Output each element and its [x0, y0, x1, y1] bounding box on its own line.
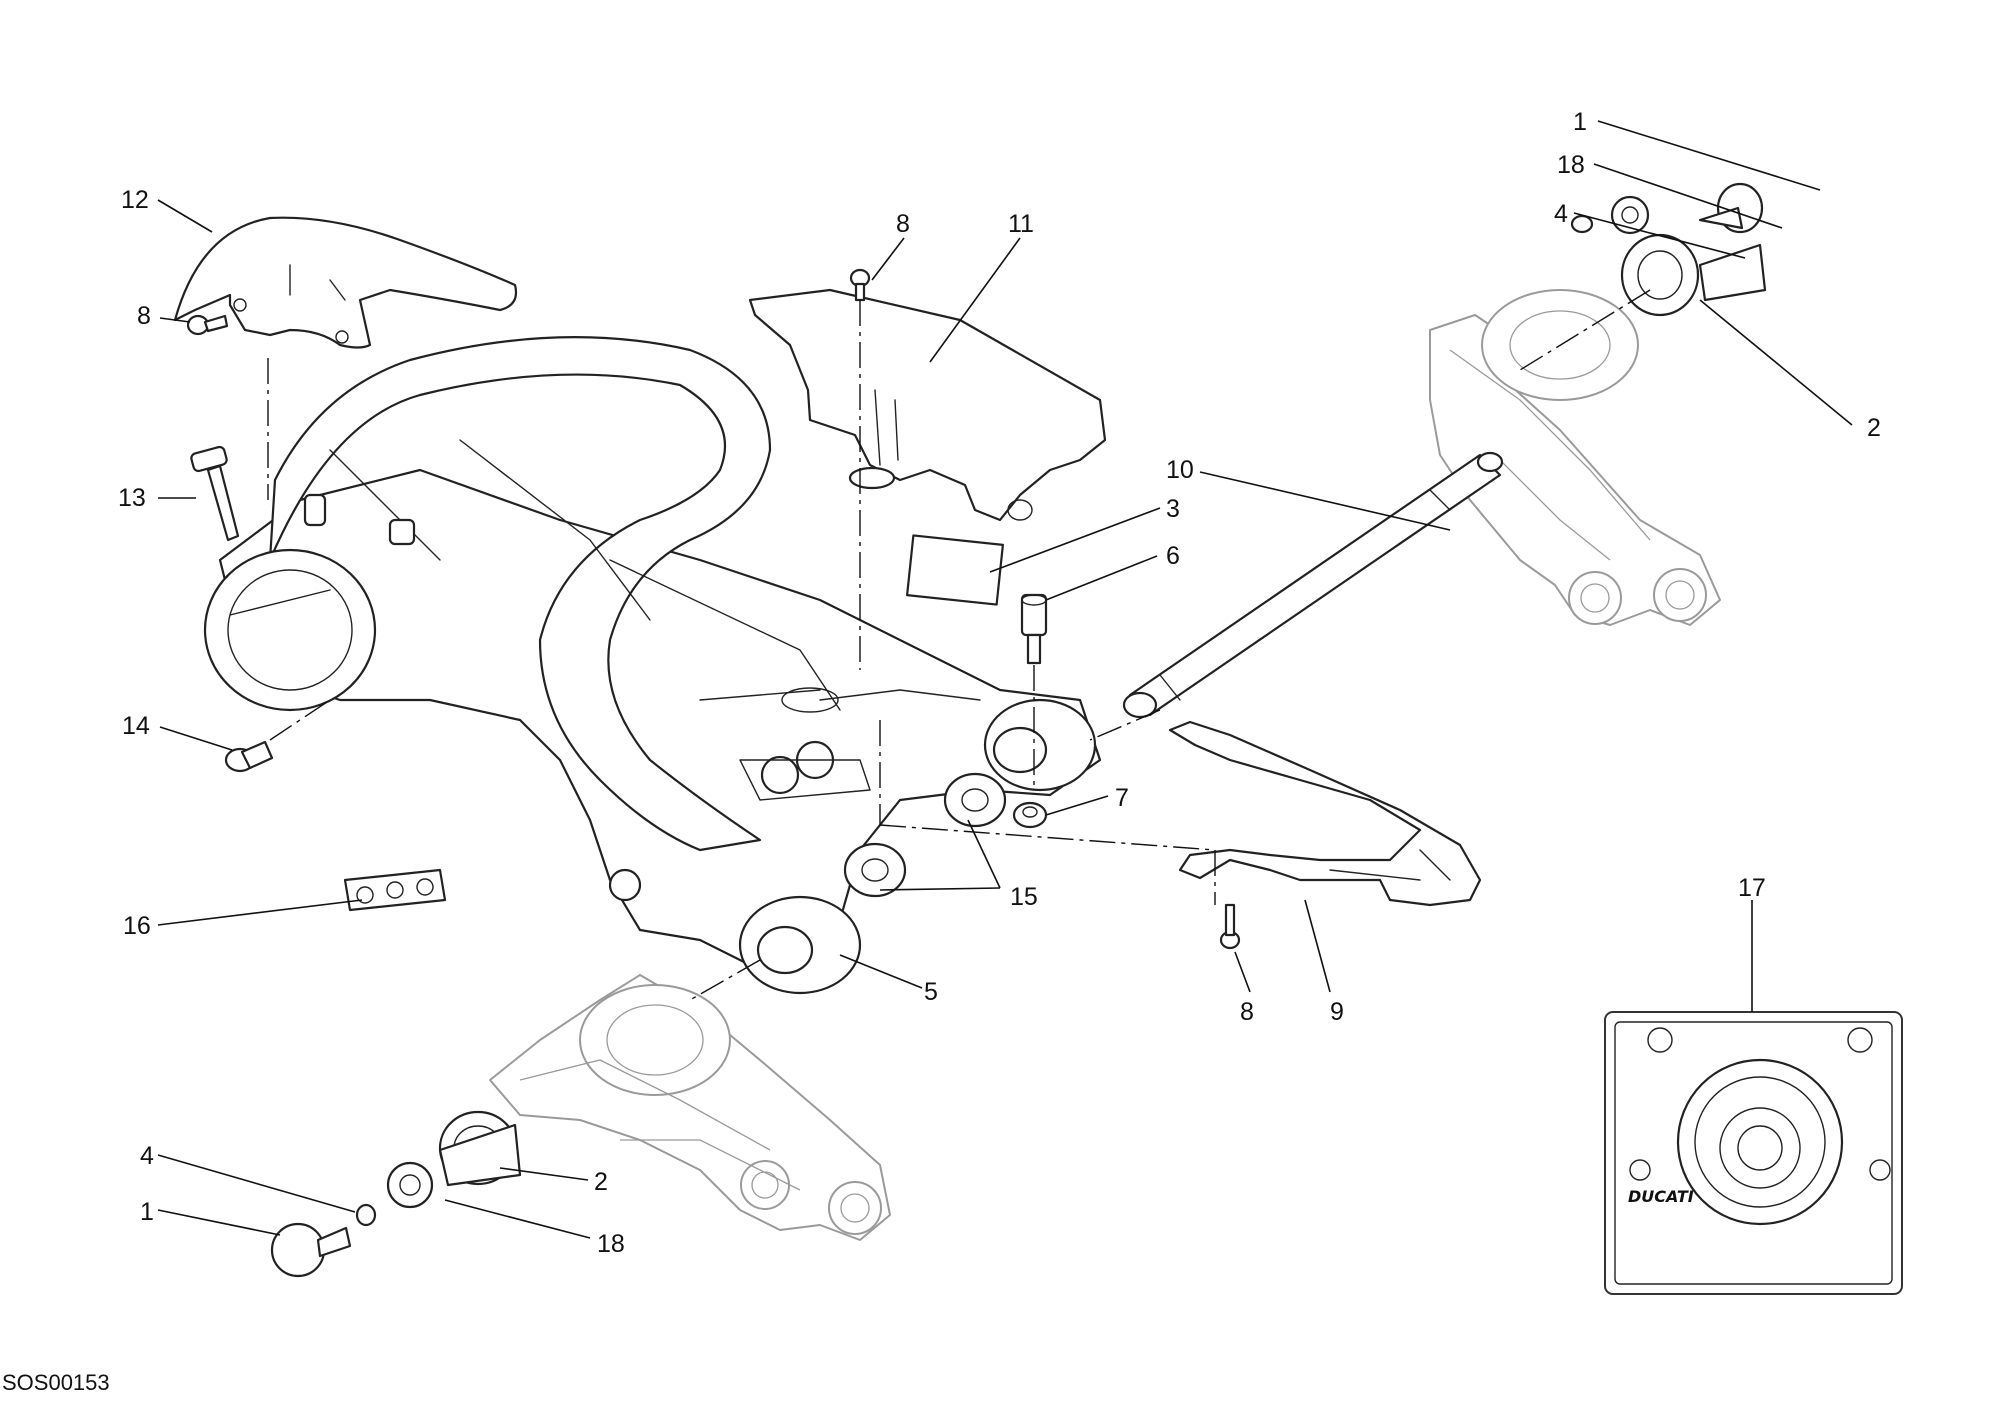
right-footpeg-bracket-ghost	[1429, 289, 1721, 626]
callout-13: 13	[118, 484, 146, 512]
slider-bolt	[1219, 903, 1241, 950]
assembly-axes	[267, 289, 1651, 1001]
callout-4: 4	[140, 1142, 154, 1170]
callout-1: 1	[1573, 108, 1587, 136]
guard-bolt-top	[849, 268, 871, 302]
callout-11: 11	[1008, 210, 1034, 238]
leader-lines	[157, 120, 1853, 1239]
callout-5: 5	[924, 978, 938, 1006]
callout-9: 9	[1330, 998, 1344, 1026]
callout-8: 8	[896, 210, 910, 238]
callout-12: 12	[121, 186, 149, 214]
sprocket-kit-box: DUCATI	[1604, 1011, 1903, 1295]
callout-16: 16	[123, 912, 151, 940]
brand-logo: DUCATI	[1628, 1187, 1694, 1206]
callout-7: 7	[1115, 784, 1129, 812]
pivot-shaft	[1122, 451, 1504, 719]
callout-10: 10	[1166, 456, 1194, 484]
callout-2: 2	[594, 1168, 608, 1196]
chain-link	[343, 868, 447, 912]
decal-plate	[906, 534, 1004, 606]
callout-labels: 1 18 4 2 12 8 8 11 10 3 6 13 14 7 15 16 …	[118, 108, 1881, 1258]
callout-2: 2	[1867, 414, 1881, 442]
upper-chain-guard	[748, 288, 1107, 522]
front-sprocket-cover	[173, 216, 518, 349]
callout-3: 3	[1166, 495, 1180, 523]
callout-1: 1	[140, 1198, 154, 1226]
callout-18: 18	[1557, 151, 1585, 179]
grease-fitting	[224, 740, 274, 773]
callout-17: 17	[1738, 874, 1766, 902]
drawing-code: SOS00153	[2, 1370, 110, 1395]
long-bolt	[190, 445, 240, 542]
callout-15: 15	[1010, 883, 1038, 911]
callout-6: 6	[1166, 542, 1180, 570]
left-footpeg-bracket-ghost	[489, 974, 891, 1241]
right-pivot-hardware	[1570, 182, 1767, 317]
callout-4: 4	[1554, 200, 1568, 228]
chain-slider	[1168, 720, 1482, 907]
thrust-washers	[843, 772, 1007, 898]
callout-8: 8	[1240, 998, 1254, 1026]
left-pivot-hardware	[270, 1110, 522, 1278]
callout-18: 18	[597, 1230, 625, 1258]
swingarm-frame	[203, 336, 1102, 995]
callout-14: 14	[122, 712, 150, 740]
callout-8: 8	[137, 302, 151, 330]
lock-nut	[1012, 801, 1048, 829]
guard-bolt-left	[186, 314, 229, 336]
adjuster-bolt	[1020, 593, 1048, 665]
